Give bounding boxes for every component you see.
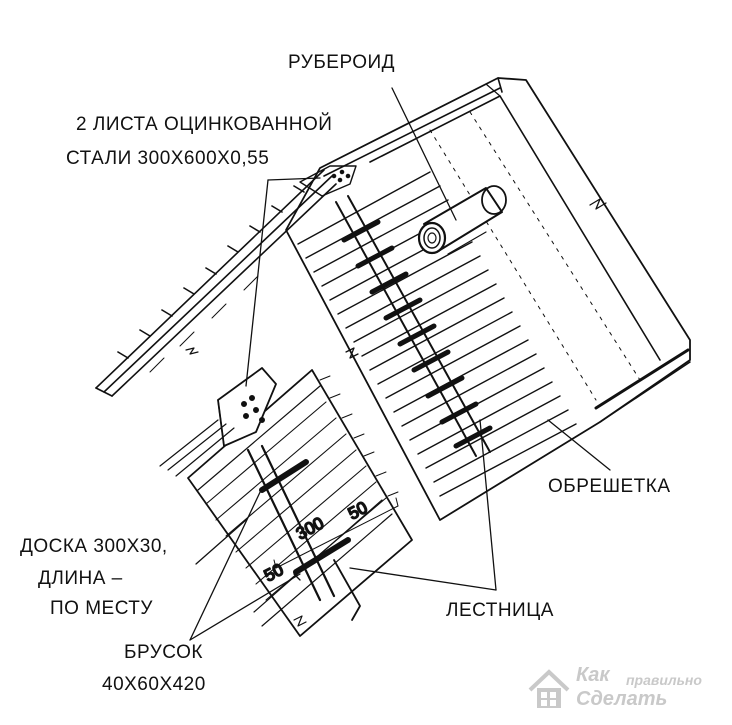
label-steel-sheets-line1: 2 ЛИСТА ОЦИНКОВАННОЙ — [76, 114, 333, 135]
dimension-50-right: 50 — [345, 498, 371, 524]
label-lestnitsa: ЛЕСТНИЦА — [446, 600, 554, 621]
ladder-detail — [159, 367, 413, 637]
leader-lines — [189, 87, 611, 641]
label-ruberoid: РУБЕРОИД — [288, 52, 396, 73]
right-roof-slope — [285, 77, 691, 521]
dimension-300: 300 — [293, 513, 327, 543]
watermark-sdelat: Сделать — [576, 688, 668, 710]
label-doska-line3: ПО МЕСТУ — [50, 598, 153, 619]
label-doska-line1: ДОСКА 300Х30, — [20, 536, 168, 557]
dimension-50-left: 50 — [261, 560, 287, 586]
watermark-pravilno: правильно — [626, 672, 702, 688]
house-logo-icon — [528, 669, 570, 708]
label-brusok-line1: БРУСОК — [124, 642, 203, 663]
label-obreshetka: ОБРЕШЕТКА — [548, 476, 671, 497]
roofing-felt-roll — [417, 185, 507, 255]
watermark-kak: Как — [576, 664, 610, 686]
left-roof-slope — [95, 169, 337, 397]
label-brusok-line2: 40Х60Х420 — [102, 674, 206, 695]
label-doska-line2: ДЛИНА – — [38, 568, 123, 589]
label-steel-sheets-line2: СТАЛИ 300Х600Х0,55 — [66, 148, 270, 169]
site-watermark: Как правильно Сделать — [526, 662, 726, 718]
